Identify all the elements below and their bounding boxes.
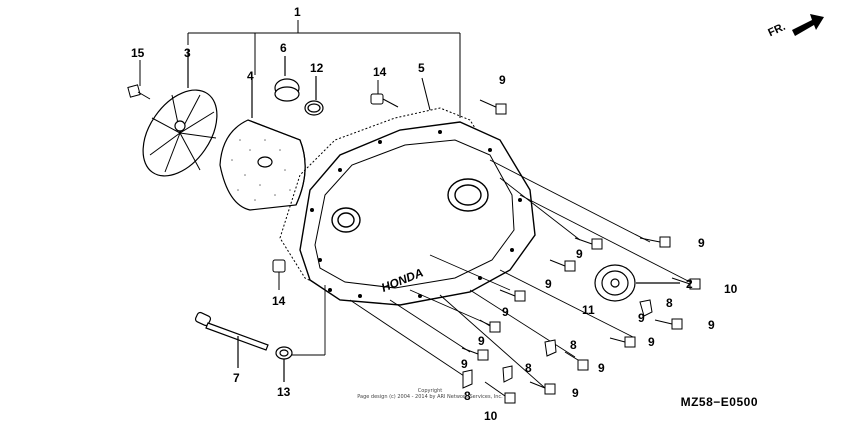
clip-set xyxy=(462,299,653,389)
callout-9-b: 9 xyxy=(576,247,583,261)
callout-4: 4 xyxy=(247,69,254,83)
clip-8-d xyxy=(462,369,473,389)
callout-9-j: 9 xyxy=(572,386,579,400)
bolt-9-g xyxy=(609,336,636,348)
oring-12 xyxy=(304,76,324,116)
dowel-14-top xyxy=(370,80,399,108)
callout-8-c: 8 xyxy=(525,361,532,375)
bolt-9-h xyxy=(461,347,489,361)
diagram-reference-code: MZ58−E0500 xyxy=(680,395,758,409)
copyright-notice: Copyright Page design (c) 2004 - 2014 by… xyxy=(330,388,530,400)
bolt-10-a xyxy=(671,277,701,290)
fan-cover-3 xyxy=(142,50,218,177)
callout-9-k: 9 xyxy=(638,311,645,325)
dowel-14-bottom xyxy=(272,259,286,290)
bolt-9-f xyxy=(479,319,501,333)
front-arrow-icon xyxy=(792,14,824,36)
callout-9-d: 9 xyxy=(502,305,509,319)
bolt-9-b xyxy=(574,237,603,250)
bolt-9-c xyxy=(549,259,576,272)
callout-9-h: 9 xyxy=(461,357,468,371)
crankcase-cover xyxy=(299,121,536,306)
bolt-9-e xyxy=(654,318,683,330)
cap-2 xyxy=(594,264,680,302)
callout-15: 15 xyxy=(131,46,145,60)
callout-7: 7 xyxy=(233,371,240,385)
callout-8-d: 8 xyxy=(464,389,471,403)
bolt-9-a xyxy=(639,236,671,248)
clip-8-b xyxy=(544,339,557,357)
callout-10-b: 10 xyxy=(484,409,498,423)
washer-13 xyxy=(275,346,293,382)
callout-5: 5 xyxy=(418,61,425,75)
bolt-9-i xyxy=(564,351,589,371)
callout-8-a: 8 xyxy=(666,296,673,310)
callout-9-top: 9 xyxy=(499,73,506,87)
bolt-9-d xyxy=(499,289,526,302)
callout-9-e: 9 xyxy=(708,318,715,332)
callout-9-g: 9 xyxy=(648,335,655,349)
bolt-9-top xyxy=(479,99,507,115)
callout-2: 2 xyxy=(686,277,693,291)
callout-13: 13 xyxy=(277,385,291,399)
callout-14-bottom: 14 xyxy=(272,294,286,308)
callout-6: 6 xyxy=(280,41,287,55)
callout-14-top: 14 xyxy=(373,65,387,79)
callout-11: 11 xyxy=(582,303,595,317)
clip-8-c xyxy=(502,365,513,383)
filter-element-4 xyxy=(219,78,306,211)
cap-6 xyxy=(274,56,300,102)
copyright-line-1: Copyright xyxy=(417,388,443,394)
bolt-10-b xyxy=(484,381,516,404)
callout-9-c: 9 xyxy=(545,277,552,291)
clip-8-a xyxy=(639,299,653,317)
callout-1: 1 xyxy=(294,5,301,19)
callout-10-a: 10 xyxy=(724,282,738,296)
dipstick-7 xyxy=(194,311,269,368)
bolt-set xyxy=(461,99,701,404)
copyright-line-2: Page design (c) 2004 - 2014 by ARI Netwo… xyxy=(357,394,503,400)
callout-9-f: 9 xyxy=(478,334,485,348)
callout-3: 3 xyxy=(184,46,191,60)
callout-8-b: 8 xyxy=(570,338,577,352)
callout-12: 12 xyxy=(310,61,324,75)
bolt-9-j xyxy=(529,381,556,395)
part-1-bracket xyxy=(187,20,461,118)
callout-9-a: 9 xyxy=(698,236,705,250)
bolt-15 xyxy=(127,60,151,100)
callout-9-i: 9 xyxy=(598,361,605,375)
leader-lines xyxy=(290,159,691,389)
